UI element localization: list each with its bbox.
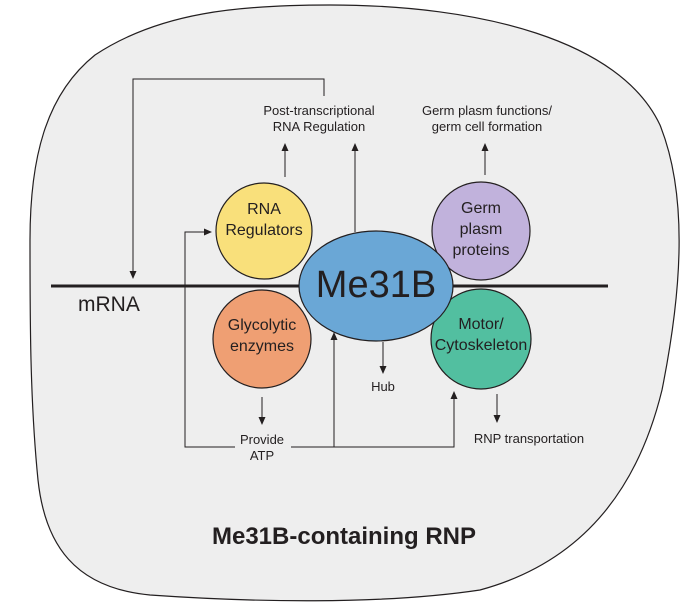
rna-regulators-node — [215, 182, 313, 280]
mrna-label: mRNA — [78, 293, 140, 316]
hub-label: Hub — [371, 379, 395, 394]
provide-atp-label: Provide ATP — [239, 432, 285, 464]
rnp-transportation-label: RNP transportation — [473, 431, 585, 446]
me31b-hub-node — [298, 230, 454, 342]
arrow-atp-to-motor — [334, 391, 458, 448]
feedback-arrow — [129, 78, 325, 279]
arrow-atp-to-rna-regulators — [184, 228, 235, 448]
germ-plasm-proteins-label: Germ plasm proteins — [452, 200, 510, 259]
germ-plasm-proteins-node — [431, 181, 531, 281]
motor-cytoskeleton-label: Motor/ Cytoskeleton — [434, 316, 528, 354]
me31b-label: Me31B — [315, 264, 437, 306]
motor-cytoskeleton-node — [430, 288, 532, 390]
post-transcriptional-label: Post-transcriptional RNA Regulation — [263, 103, 375, 135]
rna-regulators-label: RNA Regulators — [225, 201, 303, 239]
connectors — [129, 78, 501, 448]
diagram-title: Me31B-containing RNP — [211, 523, 477, 550]
germ-plasm-functions-label: Germ plasm functions/ germ cell formatio… — [421, 103, 553, 135]
glycolytic-enzymes-node — [212, 289, 312, 389]
glycolytic-enzymes-label: Glycolytic enzymes — [227, 317, 297, 355]
